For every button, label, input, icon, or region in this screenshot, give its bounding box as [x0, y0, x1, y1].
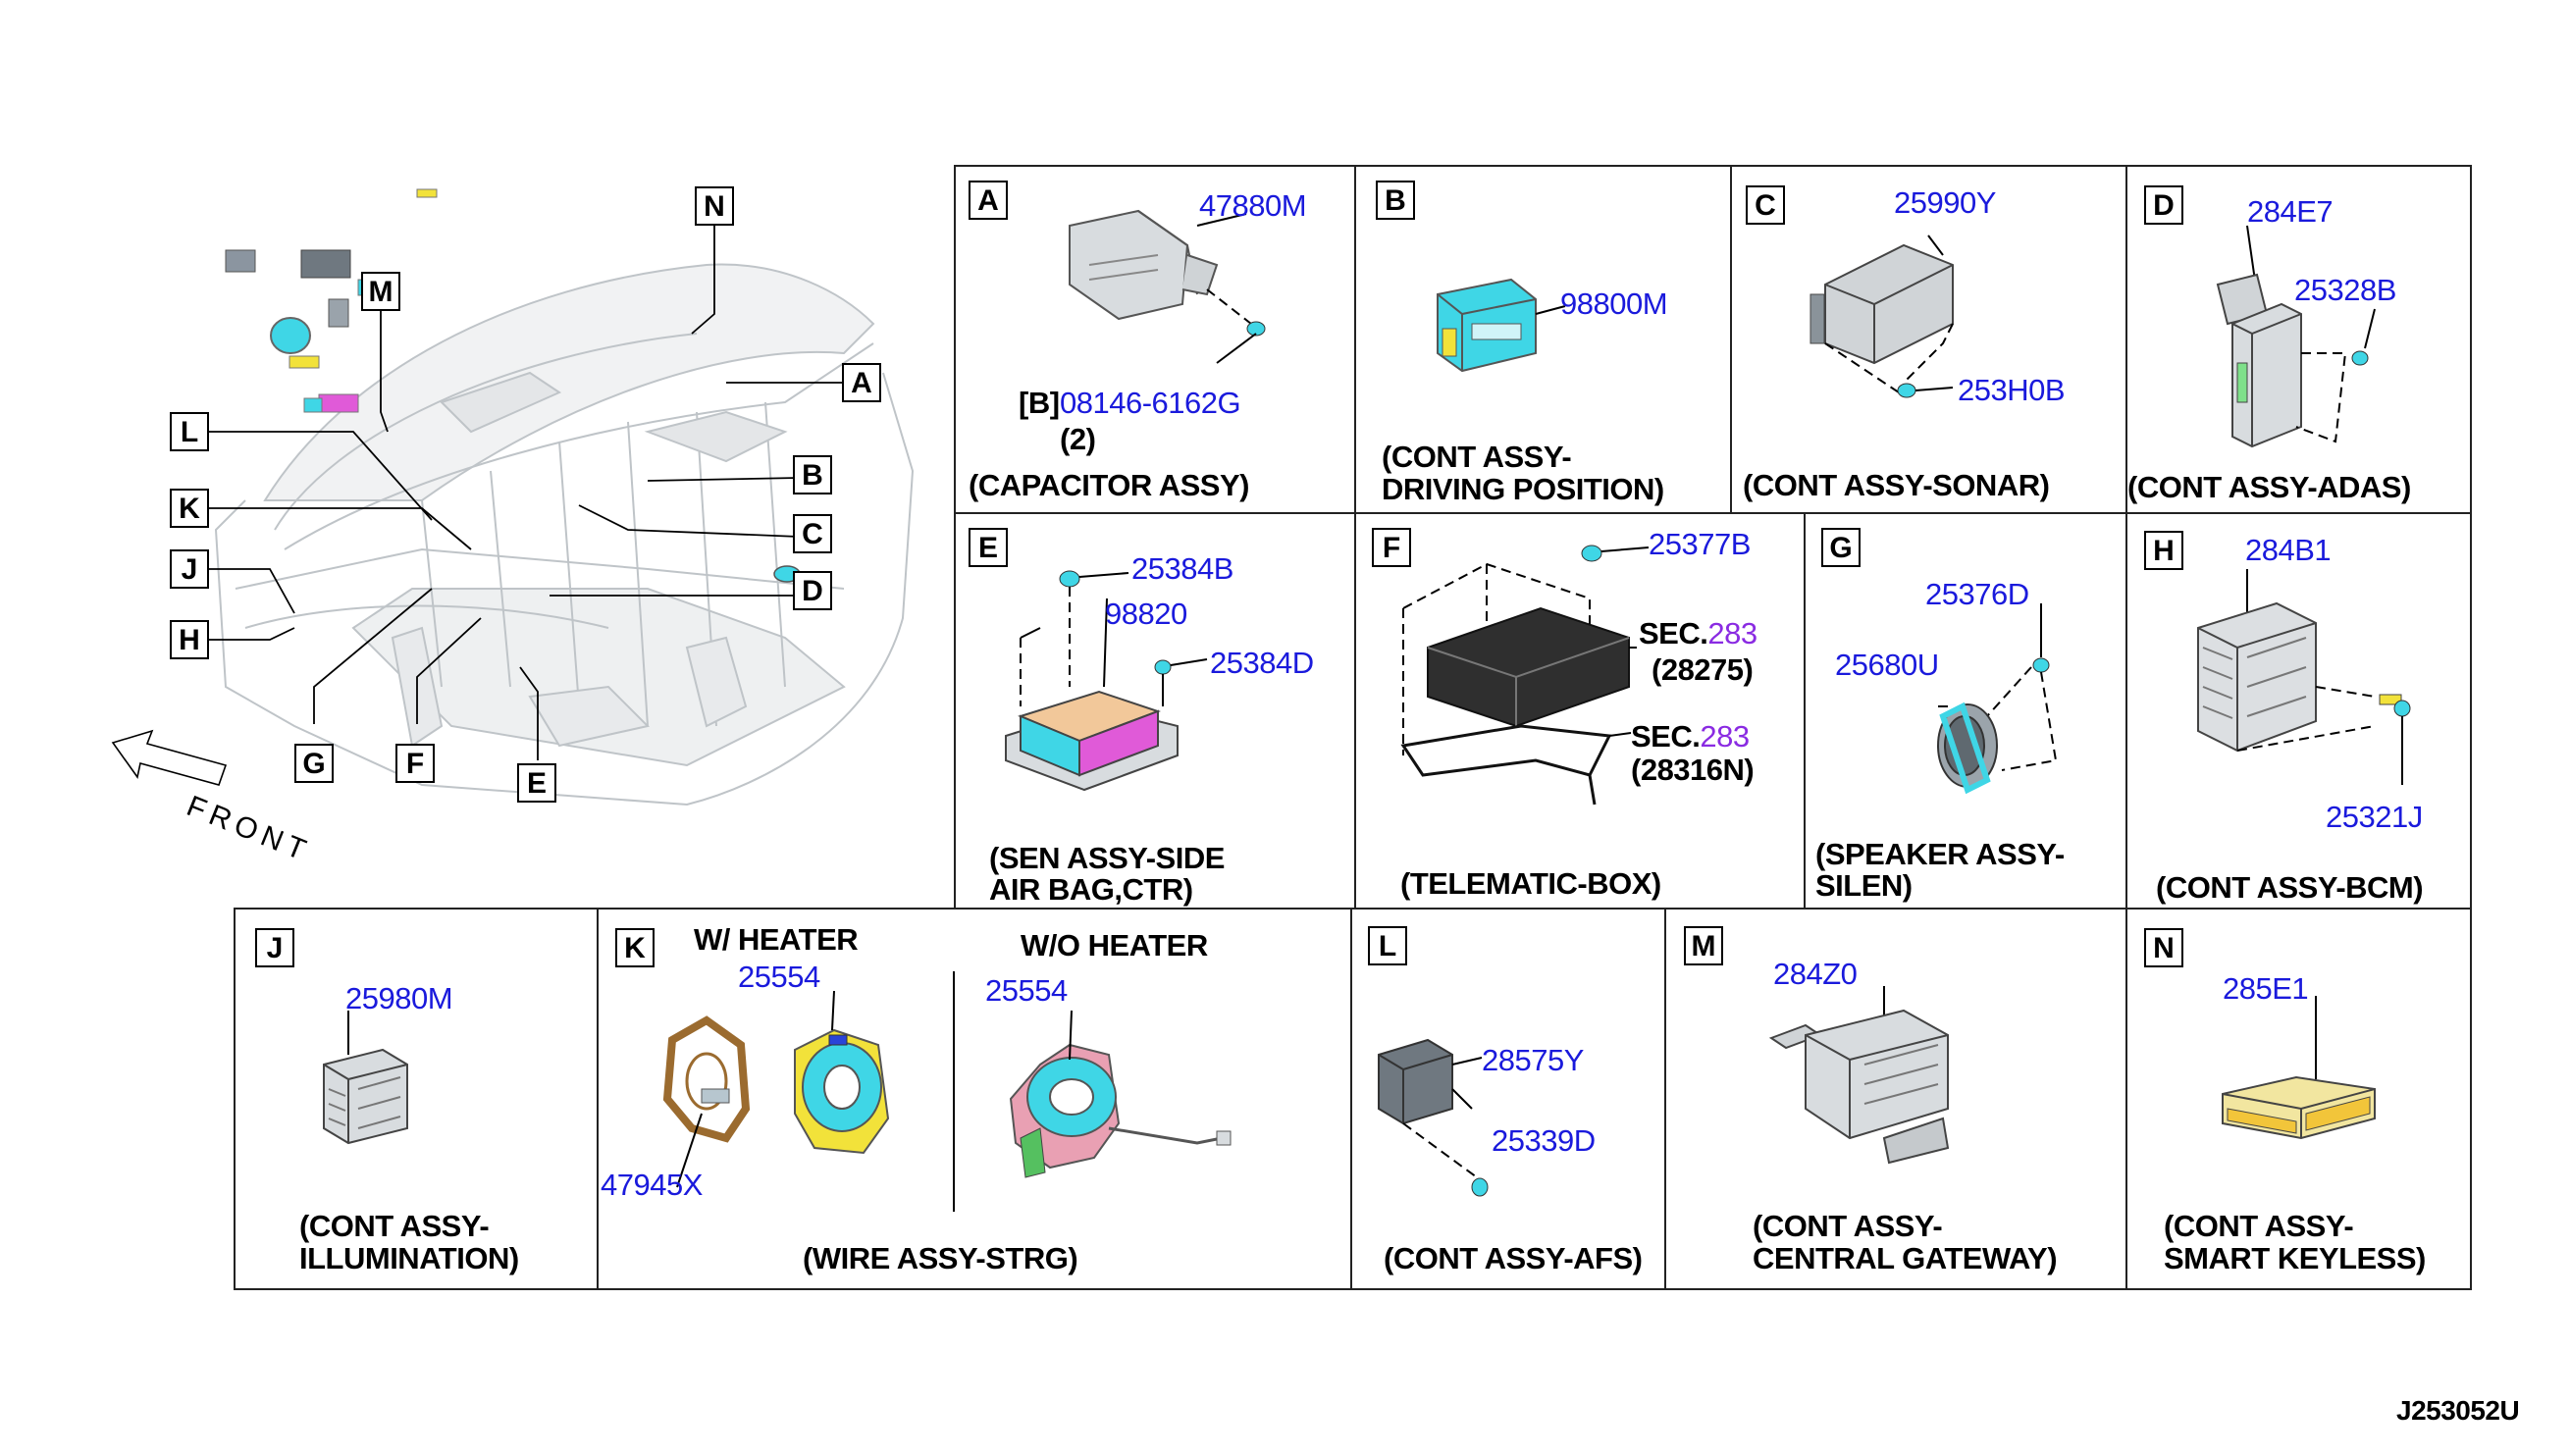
caption-j-line2: ILLUMINATION) [299, 1241, 519, 1275]
part-number-25339d: 25339D [1492, 1123, 1596, 1158]
panel-h-label: H [2144, 531, 2183, 570]
caption-j-line1: (CONT ASSY- [299, 1209, 490, 1243]
side-airbag-sensor-illustration [1005, 570, 1208, 792]
steering-wire-illustration [662, 971, 1232, 1212]
part-number-47945x: 47945X [601, 1168, 703, 1202]
caption-n-line1: (CONT ASSY- [2164, 1209, 2354, 1243]
caption-b-line2: DRIVING POSITION) [1382, 472, 1664, 506]
illumination-unit-illustration [323, 1011, 408, 1145]
telematic-box-illustration [1400, 545, 1650, 806]
panel-n [2125, 908, 2472, 1290]
central-gateway-illustration [1768, 986, 1950, 1165]
caption-g-line1: (SPEAKER ASSY- [1815, 837, 2065, 871]
sec-ref-1-code: (28275) [1652, 652, 1754, 687]
part-number-28575y: 28575Y [1482, 1043, 1584, 1077]
part-number-284b1: 284B1 [2245, 533, 2332, 567]
sec-ref-2-code: (28316N) [1631, 753, 1755, 787]
sec-ref-1-prefix: SEC. [1639, 616, 1708, 650]
caption-a: (CAPACITOR ASSY) [969, 468, 1249, 502]
sec-ref-1-number[interactable]: 283 [1707, 616, 1757, 650]
part-number-98800m: 98800M [1560, 286, 1668, 321]
part-number-08146-6162g: 08146-6162G [1060, 386, 1241, 420]
caption-m-line2: CENTRAL GATEWAY) [1753, 1241, 2058, 1275]
quantity-label: (2) [1060, 422, 1096, 456]
panel-b-label: B [1376, 181, 1415, 220]
caption-c: (CONT ASSY-SONAR) [1743, 468, 2050, 502]
caption-n-line2: SMART KEYLESS) [2164, 1241, 2426, 1275]
callout-n: N [695, 186, 734, 226]
part-number-25980m: 25980M [345, 981, 453, 1015]
callout-e: E [517, 763, 556, 803]
callout-b: B [793, 455, 832, 494]
part-number-285e1: 285E1 [2223, 971, 2309, 1006]
callout-h: H [170, 620, 209, 659]
sec-ref-2-prefix: SEC. [1631, 719, 1701, 754]
callout-m: M [361, 272, 400, 311]
part-number-98820: 98820 [1105, 597, 1187, 631]
callout-f: F [395, 744, 435, 783]
part-number-25554-no-heater: 25554 [985, 973, 1068, 1008]
caption-d: (CONT ASSY-ADAS) [2127, 470, 2411, 504]
caption-l: (CONT ASSY-AFS) [1384, 1241, 1643, 1275]
callout-g: G [294, 744, 334, 783]
front-arrow-icon [111, 729, 228, 786]
callout-a: A [842, 363, 881, 402]
part-number-25384d: 25384D [1210, 646, 1314, 680]
part-number-25328b: 25328B [2294, 273, 2396, 307]
panel-l-label: L [1368, 926, 1407, 965]
part-number-25376d: 25376D [1925, 577, 2029, 611]
panel-g-label: G [1821, 528, 1861, 567]
panel-a-label: A [969, 181, 1008, 220]
part-number-284z0: 284Z0 [1773, 957, 1858, 991]
callout-k: K [170, 489, 209, 528]
driving-position-unit-illustration [1437, 278, 1566, 373]
sonar-unit-illustration [1809, 234, 1954, 398]
smart-keyless-unit-illustration [2222, 996, 2376, 1140]
part-number-25377b: 25377B [1649, 527, 1751, 561]
bcm-unit-illustration [2197, 569, 2411, 785]
afs-unit-illustration [1378, 1038, 1489, 1197]
heading-with-heater: W/ HEATER [694, 922, 859, 957]
part-number-25554-heater: 25554 [738, 960, 820, 994]
panel-m-label: M [1684, 926, 1723, 965]
part-number-284e7: 284E7 [2247, 194, 2334, 229]
part-number-47880m: 47880M [1199, 188, 1307, 223]
caption-g-line2: SILEN) [1815, 868, 1913, 903]
sec-ref-1: SEC.283 [1639, 616, 1757, 651]
panel-k-label: K [615, 928, 655, 967]
panel-c-label: C [1746, 185, 1785, 225]
caption-e-line2: AIR BAG,CTR) [989, 872, 1193, 907]
caption-m-line1: (CONT ASSY- [1753, 1209, 1943, 1243]
caption-e-line1: (SEN ASSY-SIDE [989, 841, 1225, 875]
panel-e-label: E [969, 528, 1008, 567]
callout-j: J [170, 549, 209, 589]
part-number-25680u: 25680U [1835, 648, 1939, 682]
caption-k: (WIRE ASSY-STRG) [803, 1241, 1078, 1275]
part-number-25990y: 25990Y [1894, 185, 1996, 220]
callout-c: C [793, 514, 832, 553]
sec-ref-2-number[interactable]: 283 [1700, 719, 1750, 754]
sec-ref-2: SEC.283 [1631, 719, 1750, 754]
callout-l: L [170, 412, 209, 451]
speaker-illustration [1937, 603, 2058, 795]
panel-f-label: F [1372, 528, 1411, 567]
panel-n-label: N [2144, 928, 2183, 967]
bolt-ref-label: [B] [1019, 386, 1060, 420]
adas-unit-illustration [2216, 225, 2376, 448]
diagram-code: J253052U [2396, 1395, 2520, 1426]
part-number-25384b: 25384B [1131, 551, 1233, 586]
caption-f: (TELEMATIC-BOX) [1400, 866, 1661, 901]
heading-without-heater: W/O HEATER [1021, 928, 1208, 962]
caption-b-line1: (CONT ASSY- [1382, 440, 1572, 474]
overview-leader-lines [111, 226, 862, 786]
part-number-253h0b: 253H0B [1958, 373, 2066, 407]
panel-d-label: D [2144, 185, 2183, 225]
panel-j-label: J [255, 928, 294, 967]
caption-h: (CONT ASSY-BCM) [2156, 870, 2424, 905]
part-number-25321j: 25321J [2326, 800, 2423, 834]
capacitor-assy-illustration [1069, 209, 1266, 364]
callout-d: D [793, 571, 832, 610]
vehicle-overview-illustration [214, 188, 915, 806]
